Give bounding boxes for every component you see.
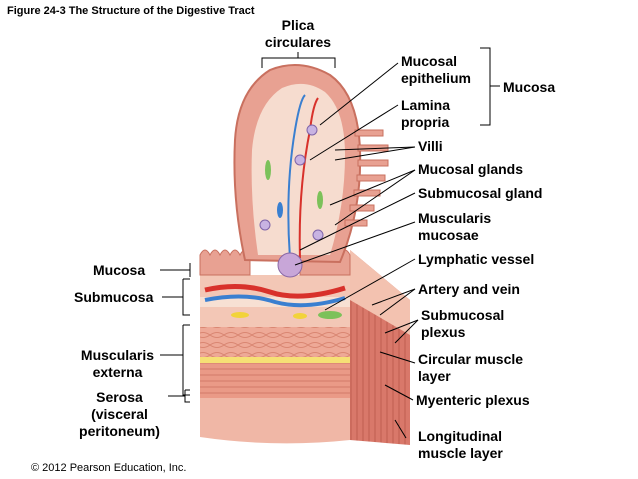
label-muscularis-externa: Muscularis externa [80, 347, 155, 380]
label-plica-circulares: Plica circulares [264, 17, 332, 50]
label-lamina-propria: Lamina propria [401, 97, 451, 130]
serosa-layer [200, 398, 350, 444]
submucosa-vessels [204, 283, 346, 319]
label-villi: Villi [418, 138, 443, 154]
myenteric-plexus-band [200, 357, 350, 363]
longitudinal-muscle-layer [200, 363, 350, 398]
label-mucosa-left: Mucosa [93, 262, 146, 278]
label-muscularis-mucosae: Muscularis mucosae [418, 210, 492, 243]
label-submucosa: Submucosa [74, 289, 154, 305]
label-mucosa-right: Mucosa [503, 79, 556, 95]
figure-caption: Figure 24-3 The Structure of the Digesti… [7, 5, 255, 17]
muscularis-mucosae-node [277, 252, 303, 278]
circular-muscle-layer [200, 327, 350, 357]
label-myenteric-plexus: Myenteric plexus [416, 392, 530, 408]
block-side-face [350, 250, 410, 445]
plica-bracket [261, 52, 336, 68]
villi-fringe [344, 129, 389, 227]
label-artery-and-vein: Artery and vein [418, 281, 520, 297]
left-brackets [160, 263, 191, 403]
submucosa-layer [200, 275, 350, 297]
label-serosa: Serosa (visceral peritoneum) [79, 389, 160, 439]
label-circular-muscle-layer: Circular muscle layer [418, 351, 524, 384]
label-mucosal-glands: Mucosal glands [418, 161, 524, 177]
label-mucosal-epithelium: Mucosal epithelium [401, 53, 472, 86]
label-submucosal-plexus: Submucosal plexus [421, 307, 505, 340]
label-longitudinal-muscle-layer: Longitudinal muscle layer [418, 428, 503, 461]
label-submucosal-gland: Submucosal gland [418, 185, 543, 201]
mucosa-right-bracket [480, 47, 500, 126]
leader-lines [294, 62, 419, 439]
copyright: © 2012 Pearson Education, Inc. [31, 462, 187, 474]
label-lymphatic-vessel: Lymphatic vessel [418, 251, 535, 267]
plica-circulares-fold [233, 64, 362, 278]
